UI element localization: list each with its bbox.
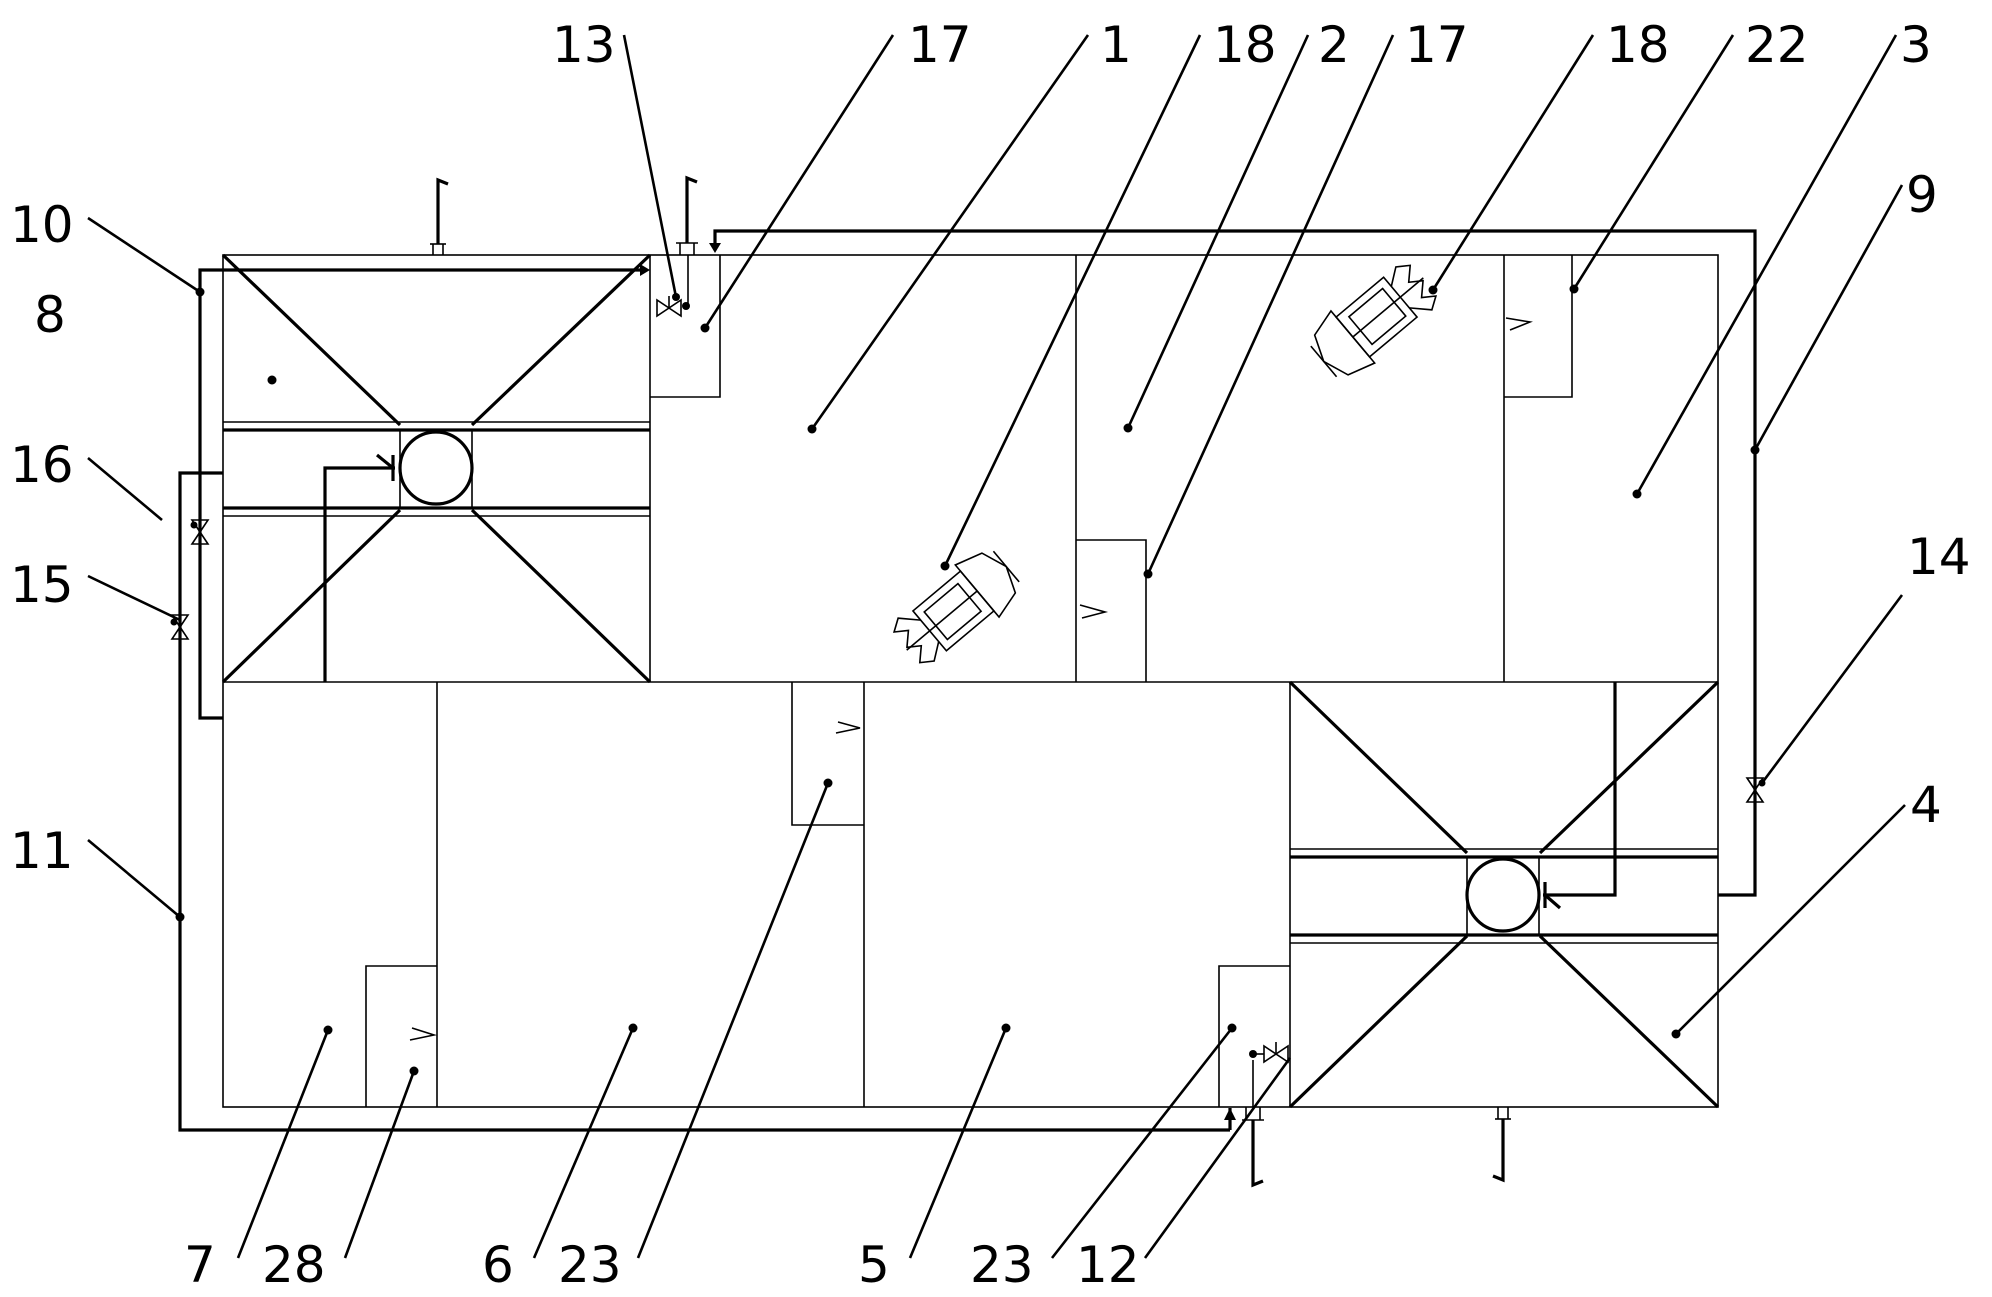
leader-1 xyxy=(810,34,1090,430)
labels: 13 17 1 18 2 17 18 22 3 9 10 8 16 15 14 … xyxy=(10,16,1971,1294)
inlet-pipe xyxy=(1251,1120,1264,1188)
valve-16 xyxy=(190,519,210,545)
tank-outlines xyxy=(222,254,1719,1108)
leader-12 xyxy=(1143,1057,1292,1259)
leader-28 xyxy=(343,1070,416,1259)
leader-lines xyxy=(87,34,1906,1259)
label-22: 22 xyxy=(1745,16,1809,74)
valve-13 xyxy=(656,296,690,318)
valve-12 xyxy=(1249,1042,1289,1064)
leader-18b xyxy=(1431,34,1595,291)
label-13: 13 xyxy=(552,16,616,74)
mixer-18-upper xyxy=(1310,264,1438,378)
label-4: 4 xyxy=(1910,776,1942,834)
leader-3 xyxy=(1635,34,1898,495)
vent-pipe xyxy=(436,177,449,244)
label-1: 1 xyxy=(1100,16,1132,74)
valves xyxy=(170,296,1766,1064)
label-18a: 18 xyxy=(1213,16,1277,74)
overflow-box-23a xyxy=(791,682,864,826)
settling-tank-4 xyxy=(1288,680,1720,1183)
outer-tank-wall xyxy=(222,254,1719,1108)
leader-23a xyxy=(636,782,830,1259)
overflow-box-23b xyxy=(1218,965,1290,1107)
overflow-box-22 xyxy=(1504,255,1573,398)
mixer-18-lower xyxy=(892,550,1020,664)
label-18b: 18 xyxy=(1606,16,1670,74)
hopper-line xyxy=(470,253,652,427)
notch-17b xyxy=(1079,604,1109,619)
leader-7 xyxy=(236,1029,330,1259)
leader-10 xyxy=(87,216,201,294)
label-3: 3 xyxy=(1900,16,1932,74)
pipe-10 xyxy=(198,268,640,720)
leader-2 xyxy=(1126,34,1310,429)
label-15: 15 xyxy=(10,556,74,614)
hopper-line xyxy=(1538,680,1720,855)
label-23a: 23 xyxy=(558,1236,622,1294)
label-8: 8 xyxy=(34,286,66,344)
label-16: 16 xyxy=(10,436,74,494)
settling-tank-8 xyxy=(221,177,652,684)
leader-17b xyxy=(1146,34,1395,575)
flow-arrow xyxy=(709,243,721,253)
leader-22 xyxy=(1572,34,1735,290)
leader-5 xyxy=(908,1027,1008,1259)
leader-23b xyxy=(1050,1027,1234,1259)
leader-15 xyxy=(87,574,181,622)
overflow-box-17a xyxy=(650,255,721,398)
rotating-drum xyxy=(398,430,474,506)
hopper-line xyxy=(221,253,402,427)
leader-18a xyxy=(943,34,1202,567)
leader-6 xyxy=(532,1027,635,1259)
inlet-pipe xyxy=(685,175,698,243)
hopper-line xyxy=(1538,934,1720,1109)
label-9: 9 xyxy=(1906,166,1938,224)
overflow-box-28 xyxy=(365,965,437,1107)
leader-16 xyxy=(87,457,163,521)
pipe-11 xyxy=(178,471,1230,1132)
label-28: 28 xyxy=(262,1236,326,1294)
label-12: 12 xyxy=(1076,1236,1140,1294)
leader-13 xyxy=(622,34,678,298)
notch-23a xyxy=(835,721,861,734)
pipes xyxy=(178,175,1757,1188)
overflow-boxes xyxy=(365,255,1573,1107)
valve-15 xyxy=(170,614,190,640)
hopper-line xyxy=(470,508,652,684)
drum-outlet-pipe xyxy=(323,466,395,682)
leader-17a xyxy=(703,34,895,329)
vent-pipe xyxy=(1492,1119,1505,1183)
hopper-line xyxy=(221,508,402,684)
flow-arrow xyxy=(640,264,650,276)
label-6: 6 xyxy=(482,1236,514,1294)
drum-fitting xyxy=(1543,893,1562,910)
label-7: 7 xyxy=(184,1236,216,1294)
overflow-box-17b xyxy=(1076,539,1147,682)
notch-28 xyxy=(409,1027,438,1041)
hopper-line xyxy=(1288,680,1469,855)
label-23b: 23 xyxy=(970,1236,1034,1294)
label-2: 2 xyxy=(1318,16,1350,74)
leader-9 xyxy=(1753,184,1904,451)
leader-4 xyxy=(1675,804,1906,1035)
label-14: 14 xyxy=(1907,528,1971,586)
pipe-9 xyxy=(713,229,1757,897)
label-10: 10 xyxy=(10,196,74,254)
label-17b: 17 xyxy=(1405,16,1469,74)
label-11: 11 xyxy=(10,822,74,880)
drum-outlet-pipe xyxy=(1543,682,1617,897)
leader-8-dot xyxy=(267,375,277,385)
hopper-line xyxy=(1288,934,1469,1109)
leader-14 xyxy=(1760,594,1904,784)
rotating-drum xyxy=(1465,857,1541,933)
leader-11 xyxy=(87,839,181,918)
notch-22 xyxy=(1505,317,1533,331)
label-17a: 17 xyxy=(908,16,972,74)
drum-fitting xyxy=(375,453,395,470)
label-5: 5 xyxy=(858,1236,890,1294)
